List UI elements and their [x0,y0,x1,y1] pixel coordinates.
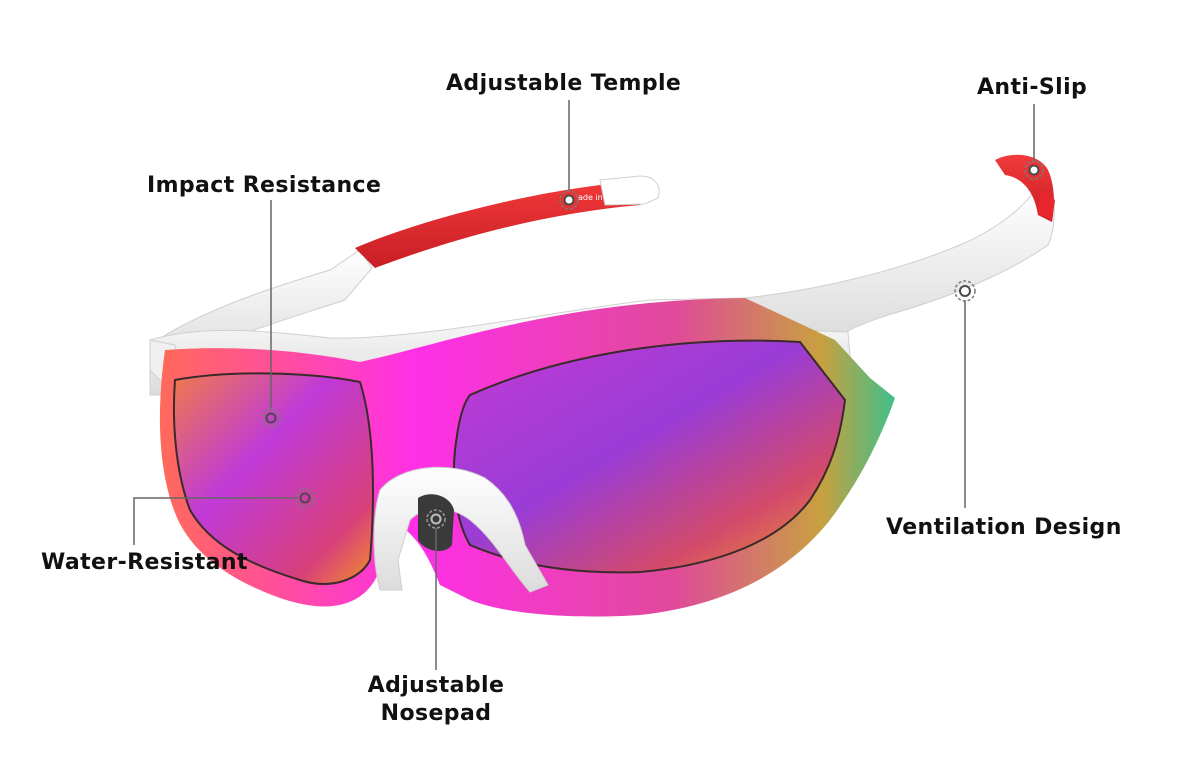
marker-ventilation-design [954,280,976,302]
shield-lens [159,298,895,617]
label-adjustable-nosepad: Adjustable Nosepad [360,672,512,728]
label-impact-resistance: Impact Resistance [147,173,382,198]
markers [261,160,1044,529]
leader-lines [133,100,1035,670]
marker-adjustable-nosepad [426,509,446,529]
marker-water-resistant [295,488,315,508]
right-temple-arm [743,154,1055,341]
label-water-resistant: Water-Resistant [41,550,248,575]
marker-anti-slip [1024,160,1044,180]
label-adjustable-nosepad-line1: Adjustable [367,673,505,698]
label-ventilation-design: Ventilation Design [886,515,1122,540]
leader-water-resistant [133,497,298,545]
label-anti-slip: Anti-Slip [977,75,1088,100]
label-adjustable-temple: Adjustable Temple [446,71,682,96]
label-adjustable-nosepad-line2: Nosepad [380,701,492,726]
marker-adjustable-temple [559,190,579,210]
marker-impact-resistance [261,408,281,428]
temple-imprint: ade in China [578,193,628,202]
